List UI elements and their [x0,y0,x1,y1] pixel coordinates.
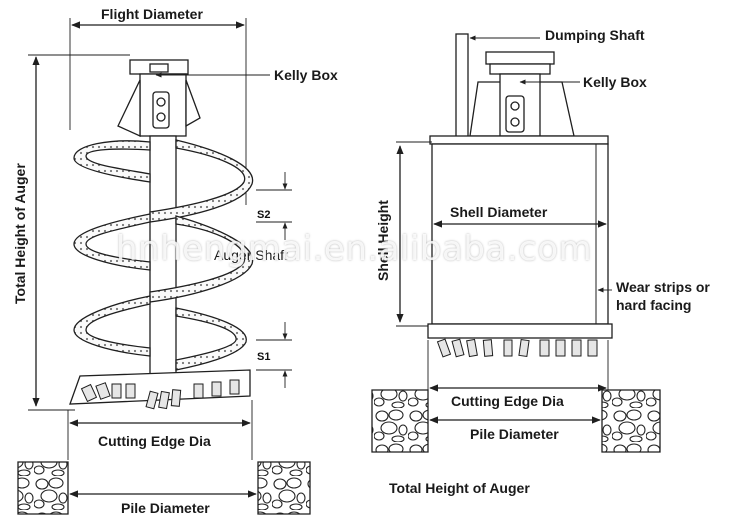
soil-right [257,461,311,515]
bucket-teeth [436,338,598,358]
bucket-bottom-plate [427,323,613,339]
kelly-gusset-right [185,79,201,128]
cutting-teeth [80,379,240,410]
auger-cutting-edge-label: Cutting Edge Dia [98,433,211,449]
kelly-gusset-left [117,79,141,138]
auger-drawing [17,18,311,515]
bucket-top-plate [429,135,609,145]
kelly-box-label: Kelly Box [274,67,338,83]
kelly-pin-hole-bottom [156,112,166,122]
watermark-text: hnhengmai.en.alibaba.com [116,229,593,269]
auger-pile-diameter-label: Pile Diameter [121,500,210,516]
bucket-soil-left [371,389,429,453]
bucket-drawing [371,33,661,453]
total-height-label: Total Height of Auger [12,163,28,304]
bucket-pile-diameter-label: Pile Diameter [470,426,559,442]
flight-diameter-label: Flight Diameter [101,6,203,22]
soil-left [17,461,69,515]
shell-diameter-label: Shell Diameter [450,204,548,220]
kelly-pin-hole-top [156,97,166,107]
bucket-cutting-edge-label: Cutting Edge Dia [451,393,564,409]
bottom-caption: Total Height of Auger [389,480,530,496]
auger-shaft-label: Auger Shaft [214,247,288,263]
bucket-shell [431,143,609,325]
dumping-shaft [455,33,469,139]
flight-3-right [175,307,247,371]
flight-1-left [73,140,151,183]
flight-2-left [73,213,151,271]
bucket-soil-right [601,389,661,453]
kelly-box-slot [149,63,169,73]
s2-label: S2 [257,209,271,221]
dumping-shaft-label: Dumping Shaft [545,27,645,43]
bucket-kelly-cap [485,51,555,65]
wear-strips-label-2: hard facing [616,297,692,313]
wear-strips-label-1: Wear strips or [616,279,710,295]
s1-label: S1 [257,351,271,363]
bucket-kelly-box-label: Kelly Box [583,74,647,90]
flight-3-left [73,295,151,357]
